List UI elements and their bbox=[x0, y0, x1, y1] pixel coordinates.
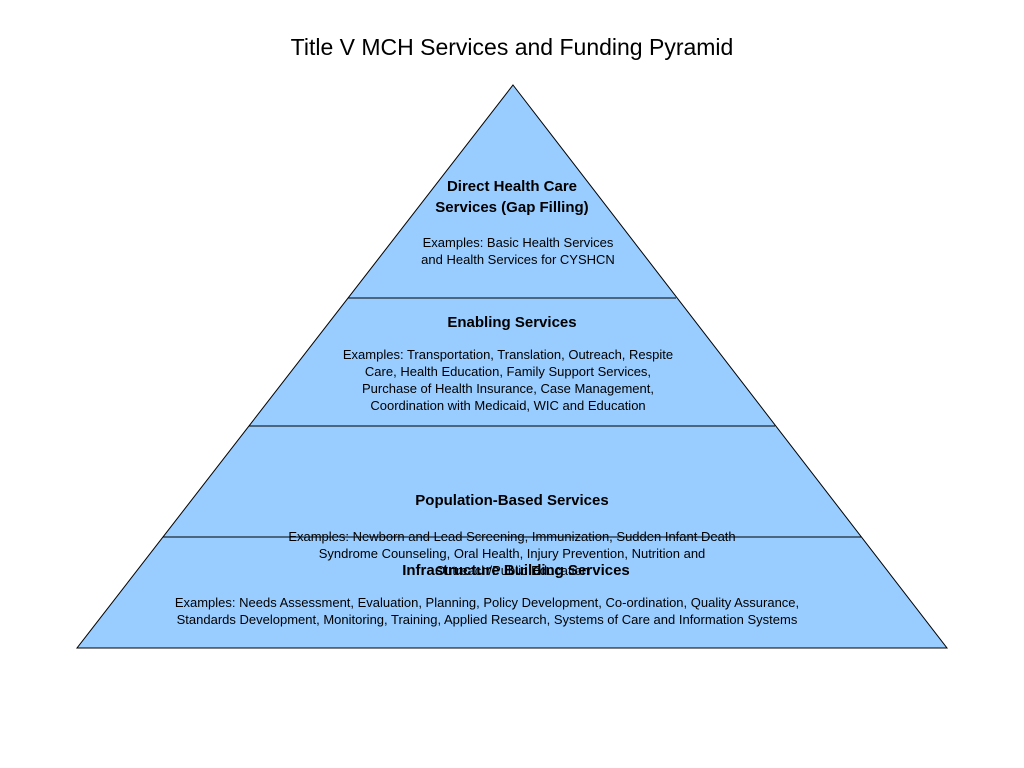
tier-direct-health-care-label: Direct Health Care Services (Gap Filling… bbox=[435, 178, 589, 216]
tier-direct-health-care-examples: Examples: Basic Health Services and Heal… bbox=[421, 235, 615, 267]
pyramid-shape bbox=[75, 84, 949, 649]
tier-enabling-services-examples: Examples: Transportation, Translation, O… bbox=[342, 347, 674, 413]
tier-infrastructure-building-examples: Examples: Needs Assessment, Evaluation, … bbox=[174, 595, 800, 627]
tier-population-based-label: Population-Based Services bbox=[415, 492, 609, 509]
tier-population-based-examples: Examples: Newborn and Lead Screening, Im… bbox=[288, 529, 736, 578]
tier-infrastructure-building-label: Infrastructure Building Services bbox=[402, 562, 630, 579]
page-title: Title V MCH Services and Funding Pyramid bbox=[290, 34, 734, 60]
tier-enabling-services-label: Enabling Services bbox=[447, 314, 577, 331]
